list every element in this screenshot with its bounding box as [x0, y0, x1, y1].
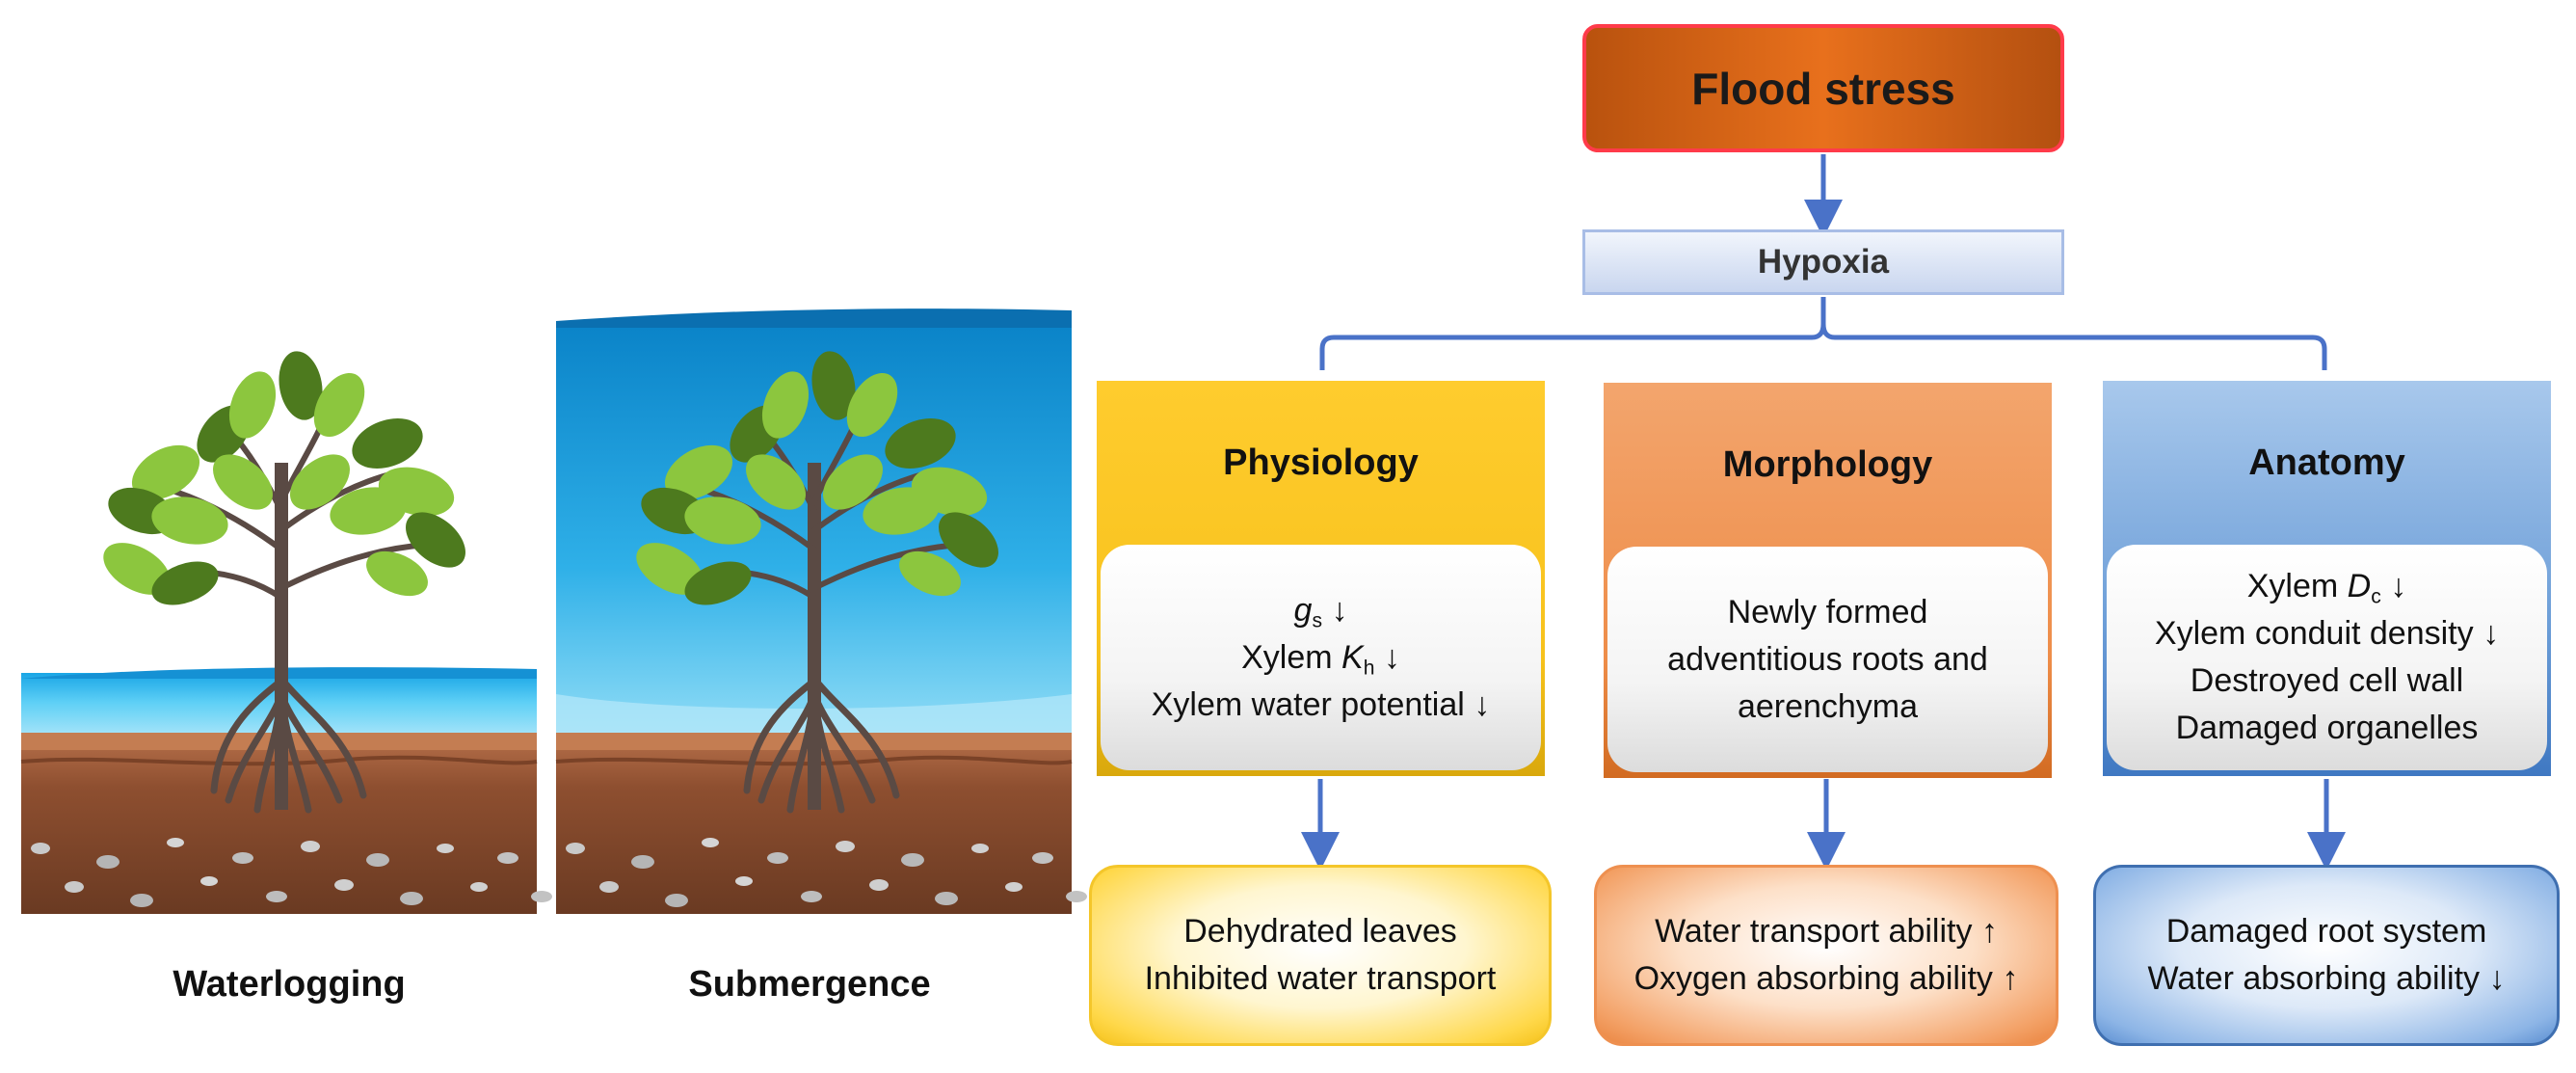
outcome-line: Inhibited water transport [1144, 960, 1497, 997]
outcome-line: Water transport ability ↑ [1655, 913, 1998, 950]
node-flood-stress: Flood stress [1582, 24, 2064, 152]
effect-conduit-density: Xylem conduit density ↓ [2154, 615, 2500, 652]
effect-hydraulic-conductivity: Xylem Kh ↓ [1241, 638, 1400, 679]
outcome-physiology: Dehydrated leaves Inhibited water transp… [1089, 865, 1552, 1046]
morphology-effect-line: aerenchyma [1737, 687, 1919, 725]
morphology-effect-line: Newly formed [1727, 593, 1928, 630]
waterlogging-illustration [20, 348, 552, 914]
caption-submergence: Submergence [688, 964, 931, 1005]
outcome-morphology: Water transport ability ↑ Oxygen absorbi… [1594, 865, 2058, 1046]
outcome-anatomy: Damaged root system Water absorbing abil… [2093, 865, 2560, 1046]
morphology-effects: Newly formed adventitious roots and aere… [1607, 547, 2048, 772]
panel-anatomy: Anatomy Xylem Dc ↓ Xylem conduit density… [2103, 381, 2551, 776]
outcome-line: Damaged root system [2165, 913, 2487, 950]
anatomy-title: Anatomy [2248, 442, 2405, 483]
panel-physiology: Physiology gs ↓ Xylem Kh ↓ Xylem water p… [1097, 381, 1545, 776]
morphology-effect-line: adventitious roots and [1667, 640, 1988, 678]
physiology-effects: gs ↓ Xylem Kh ↓ Xylem water potential ↓ [1101, 545, 1541, 770]
outcome-line: Water absorbing ability ↓ [2147, 960, 2506, 997]
effect-water-potential: Xylem water potential ↓ [1151, 685, 1491, 723]
outcome-line: Dehydrated leaves [1183, 913, 1457, 950]
effect-cell-wall: Destroyed cell wall [2190, 662, 2464, 699]
caption-waterlogging: Waterlogging [173, 964, 406, 1005]
morphology-title: Morphology [1722, 443, 1933, 485]
effect-organelles: Damaged organelles [2175, 710, 2479, 746]
effect-conduit-diameter: Xylem Dc ↓ [2246, 568, 2407, 608]
panel-morphology: Morphology Newly formed adventitious roo… [1604, 383, 2052, 778]
connectors [1301, 154, 2346, 871]
submergence-illustration [555, 308, 1087, 914]
bracket-hypoxia-to-branches [1319, 297, 2327, 370]
physiology-title: Physiology [1223, 442, 1419, 483]
effect-stomatal-conductance: gs ↓ [1293, 591, 1348, 631]
node-hypoxia: Hypoxia [1582, 229, 2064, 295]
outcome-line: Oxygen absorbing ability ↑ [1633, 960, 2019, 997]
anatomy-effects: Xylem Dc ↓ Xylem conduit density ↓ Destr… [2107, 545, 2547, 770]
